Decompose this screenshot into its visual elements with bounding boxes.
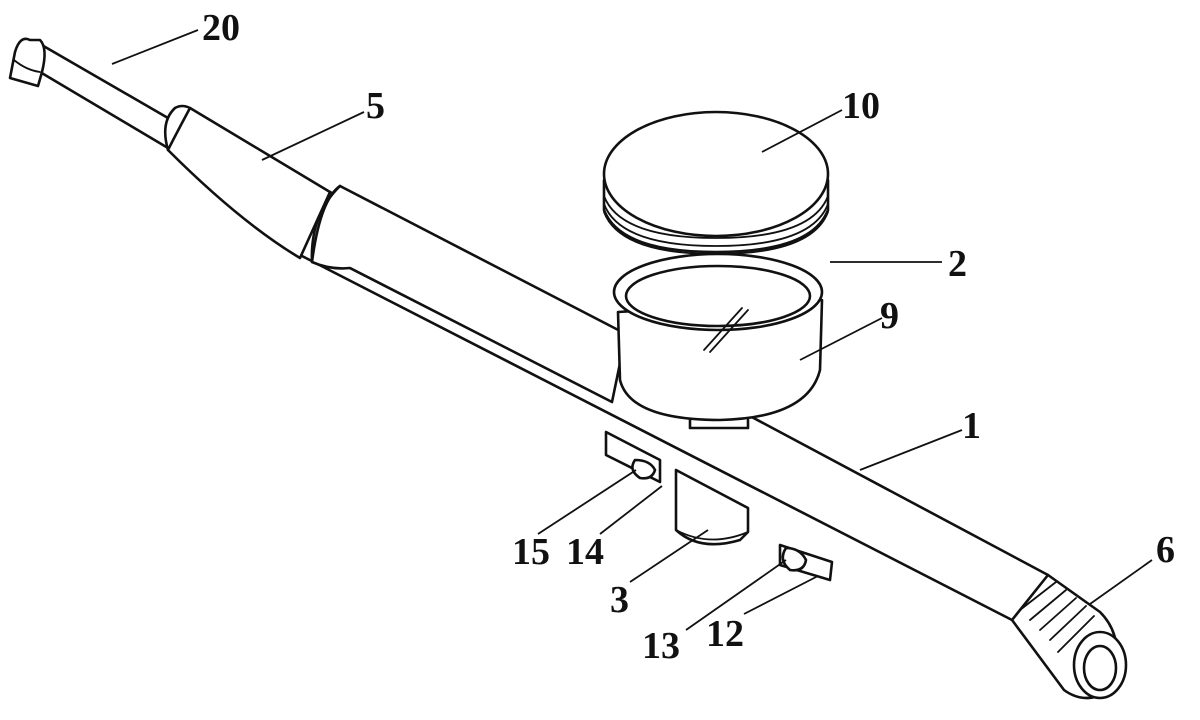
label-20: 20: [202, 7, 240, 49]
cup-body: [612, 252, 824, 430]
label-1: 1: [962, 405, 981, 447]
label-3: 3: [610, 579, 629, 621]
label-13: 13: [642, 625, 680, 667]
label-6: 6: [1156, 529, 1175, 571]
front-rod: [8, 37, 170, 150]
leader-lines: [111, 29, 1153, 631]
threaded-end: [1010, 573, 1128, 700]
label-12: 12: [706, 613, 744, 655]
label-2: 2: [948, 243, 967, 285]
label-9: 9: [880, 295, 899, 337]
label-15: 15: [512, 531, 550, 573]
label-10: 10: [842, 85, 880, 127]
label-14: 14: [566, 531, 604, 573]
handle-grip: [163, 104, 628, 404]
part-labels: 20 5 10 2 9 1 15 14 3 13 12 6: [202, 7, 1175, 667]
lid: [602, 110, 830, 255]
clamp-assembly: [604, 430, 834, 582]
label-5: 5: [366, 85, 385, 127]
